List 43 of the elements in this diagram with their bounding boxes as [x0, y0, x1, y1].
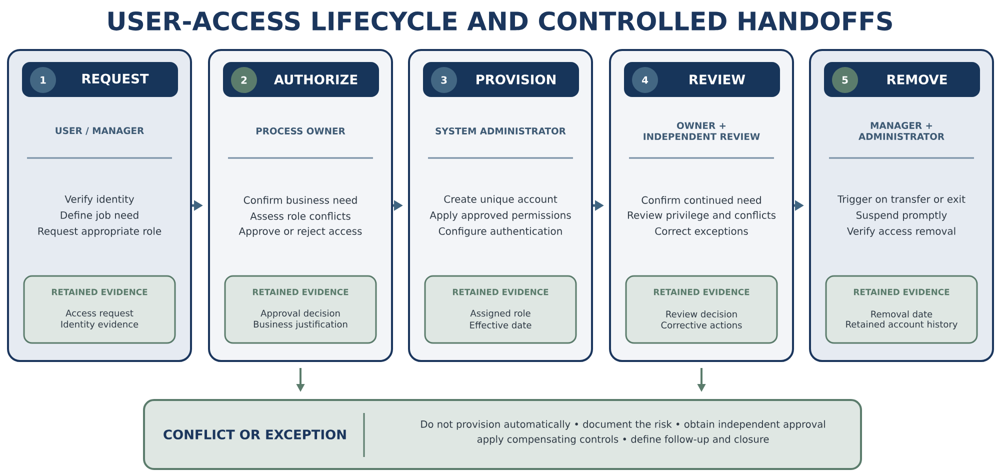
evidence-item: Identity evidence [61, 320, 138, 330]
step-badge: 3 [431, 67, 457, 93]
task-text: Configure authentication [438, 227, 562, 237]
step-badge: 4 [632, 67, 658, 93]
task-text: Suspend promptly [856, 211, 947, 221]
evidence-heading: RETAINED EVIDENCE [252, 288, 348, 296]
evidence-heading: RETAINED EVIDENCE [52, 288, 148, 296]
step-badge: 2 [231, 67, 257, 93]
role-label: SYSTEM ADMINISTRATOR [436, 128, 566, 134]
task-text: Verify identity [64, 195, 134, 205]
step-badge: 1 [30, 67, 56, 93]
task-text: Approve or reject access [238, 227, 362, 237]
evidence-item: Effective date [470, 322, 532, 328]
role-label: OWNER + INDEPENDENT REVIEW [644, 122, 760, 140]
banner-heading: CONFLICT OR EXCEPTION [164, 430, 346, 440]
evidence-heading: RETAINED EVIDENCE [452, 288, 548, 296]
evidence-heading: RETAINED EVIDENCE [854, 288, 950, 296]
role-label: MANAGER + ADMINISTRATOR [858, 122, 944, 140]
role-label: USER / MANAGER [56, 127, 144, 135]
evidence-item: Access request [66, 310, 134, 318]
task-text: Request appropriate role [38, 227, 162, 237]
task-text: Define job need [60, 211, 138, 221]
task-text: Review privilege and conflicts [628, 211, 776, 221]
task-text: Trigger on transfer or exit [838, 195, 966, 205]
task-text: Apply approved permissions [430, 211, 571, 221]
evidence-item: Approval decision [260, 310, 340, 318]
evidence-item: Corrective actions [661, 322, 742, 328]
evidence-heading: RETAINED EVIDENCE [654, 288, 750, 296]
title: USER-ACCESS LIFECYCLE AND CONTROLLED HANDOFFS [108, 11, 892, 31]
step-badge: 5 [832, 67, 858, 93]
task-text: Verify access removal [847, 227, 956, 237]
task-text: Confirm continued need [642, 196, 761, 204]
evidence-item: Business justification [254, 320, 348, 330]
task-text: Correct exceptions [655, 227, 748, 237]
banner-text: Do not provision automatically • document the risk • obtain independent approval apply compensating controls • define follow-up and closure [421, 420, 825, 445]
evidence-item: Assigned role [470, 310, 530, 318]
role-label: PROCESS OWNER [256, 128, 346, 134]
task-text: Confirm business need [244, 196, 357, 204]
task-text: Create unique account [444, 195, 558, 205]
evidence-item: Retained account history [846, 320, 958, 330]
evidence-item: Removal date [871, 310, 932, 318]
evidence-item: Review decision [666, 310, 737, 318]
task-text: Assess role conflicts [250, 212, 350, 220]
